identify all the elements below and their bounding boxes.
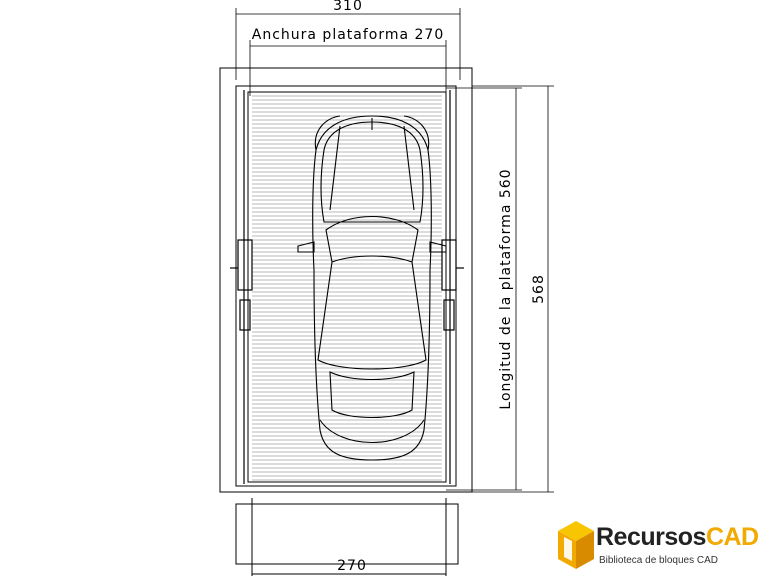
logo-title-part2: CAD bbox=[705, 523, 759, 551]
dimension-platform-width bbox=[249, 40, 447, 96]
platform-width-label: Anchura plataforma 270 bbox=[252, 27, 445, 43]
bottom-width-label: 270 bbox=[337, 558, 367, 574]
cube-logo-icon bbox=[558, 521, 594, 569]
dimension-overall-width bbox=[235, 8, 461, 80]
overall-width-label: 310 bbox=[333, 0, 363, 14]
platform-deck bbox=[247, 91, 447, 483]
platform-side-rails bbox=[230, 90, 464, 484]
dimension-overall-length bbox=[472, 85, 554, 493]
platform-slats bbox=[252, 95, 442, 481]
car-top-view bbox=[297, 115, 447, 461]
logo-title-part1: Recursos bbox=[596, 523, 706, 551]
platform-length-label: Longitud de la plataforma 560 bbox=[498, 168, 514, 409]
recursoscad-logo: RecursosCAD Biblioteca de bloques CAD bbox=[556, 517, 768, 576]
dimension-platform-length bbox=[446, 87, 522, 491]
logo-title: RecursosCAD bbox=[596, 523, 759, 552]
overall-length-label: 568 bbox=[531, 274, 547, 304]
logo-tagline: Biblioteca de bloques CAD bbox=[599, 555, 718, 566]
entry-ramp-plate bbox=[235, 498, 459, 576]
